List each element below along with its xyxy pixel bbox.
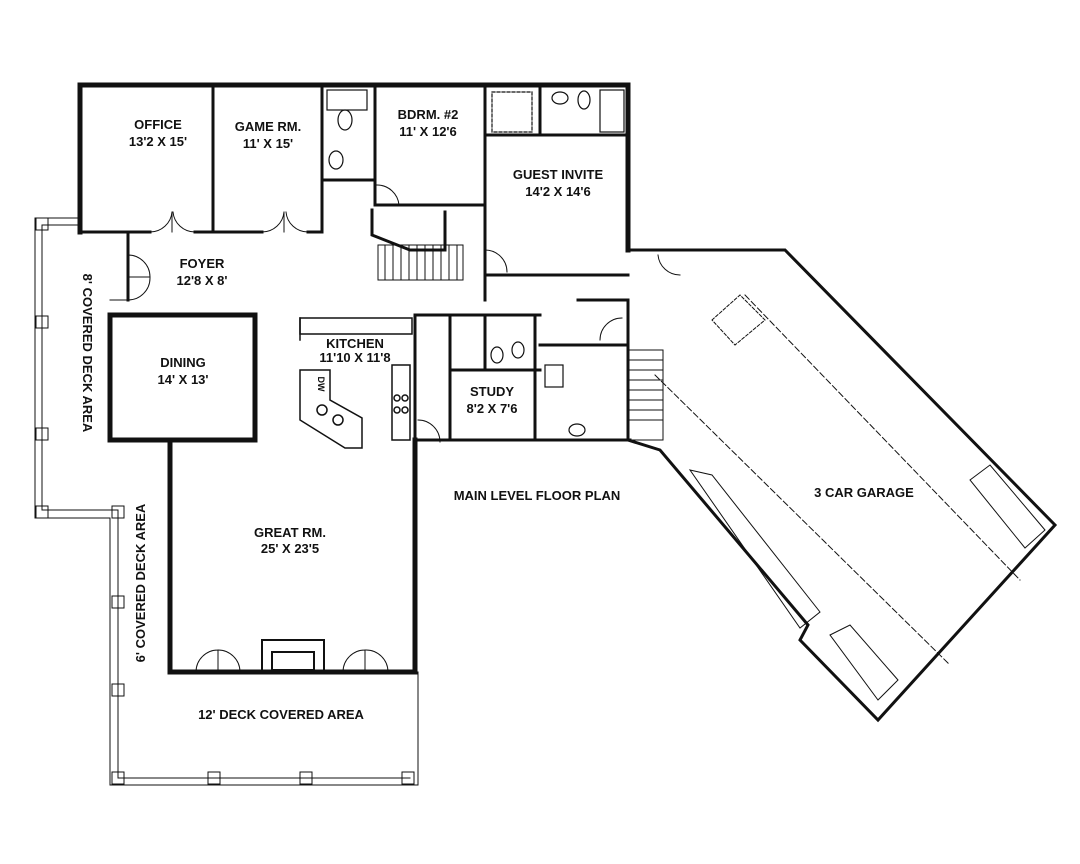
office-name: OFFICE xyxy=(134,117,182,132)
stairs xyxy=(370,208,664,441)
garage-doors xyxy=(654,294,1046,701)
deck-12-label: 12' DECK COVERED AREA xyxy=(198,707,364,722)
exterior-walls xyxy=(77,82,631,675)
bdrm2-name: BDRM. #2 xyxy=(398,107,459,122)
great-name: GREAT RM. xyxy=(254,525,326,540)
guest-name: GUEST INVITE xyxy=(513,167,604,182)
guest-dim: 14'2 X 14'6 xyxy=(525,184,590,199)
bdrm2-dim: 11' X 12'6 xyxy=(399,124,457,139)
doors xyxy=(127,184,681,673)
fireplace xyxy=(261,639,325,673)
game-dim: 11' X 15' xyxy=(243,136,293,151)
kitchen-dim: 11'10 X 11'8 xyxy=(319,350,390,365)
study-dim: 8'2 X 7'6 xyxy=(467,401,518,416)
garage-name: 3 CAR GARAGE xyxy=(814,485,914,500)
kitchen-name: KITCHEN xyxy=(326,336,384,351)
room-labels: OFFICE 13'2 X 15' GAME RM. 11' X 15' BDR… xyxy=(129,107,914,556)
interior-walls xyxy=(78,83,632,442)
deck-labels: 8' COVERED DECK AREA 6' COVERED DECK ARE… xyxy=(80,274,365,722)
dining-name: DINING xyxy=(160,355,206,370)
deck-6-label: 6' COVERED DECK AREA xyxy=(133,503,148,662)
dishwasher-label: DW xyxy=(316,377,326,392)
bath-fixtures xyxy=(326,89,625,437)
foyer-dim: 12'8 X 8' xyxy=(177,273,228,288)
great-dim: 25' X 23'5 xyxy=(261,541,319,556)
office-dim: 13'2 X 15' xyxy=(129,134,187,149)
plan-title: MAIN LEVEL FLOOR PLAN xyxy=(454,488,621,503)
game-name: GAME RM. xyxy=(235,119,301,134)
dining-dim: 14' X 13' xyxy=(158,372,209,387)
deck-8-label: 8' COVERED DECK AREA xyxy=(80,274,95,433)
deck-posts xyxy=(35,217,415,785)
foyer-name: FOYER xyxy=(180,256,225,271)
garage-walls xyxy=(626,248,1058,723)
kitchen-counters xyxy=(299,317,413,449)
study-name: STUDY xyxy=(470,384,514,399)
